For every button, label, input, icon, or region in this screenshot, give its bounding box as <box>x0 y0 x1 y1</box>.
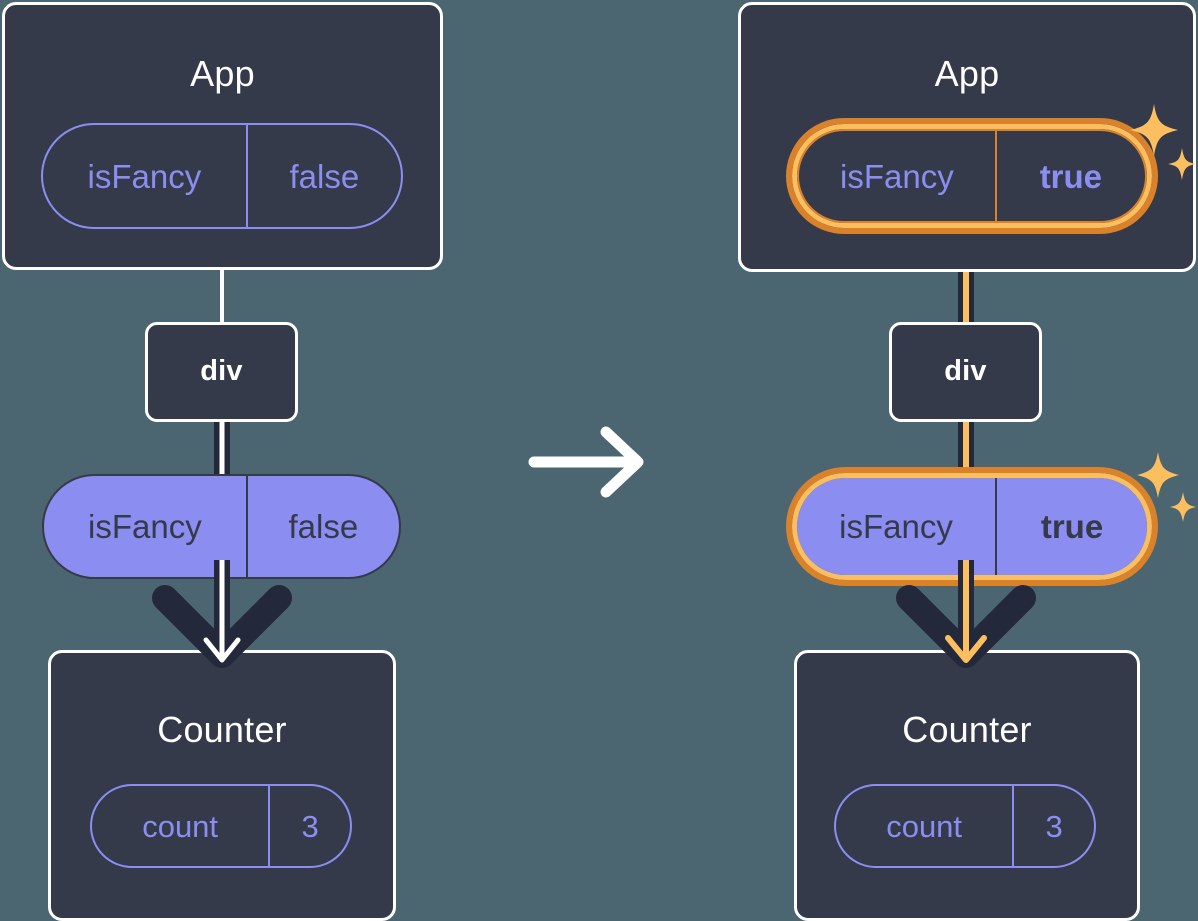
before-counter-state-value-cell: 3 <box>270 786 350 866</box>
after-div-title: div <box>944 355 987 387</box>
after-counter-state-value-cell: 3 <box>1014 786 1094 866</box>
after-app-prop-name: isFancy <box>840 157 954 195</box>
before-props-value: false <box>288 508 359 545</box>
before-counter-box: Counter <box>48 650 396 921</box>
after-counter-state-name: count <box>886 808 963 844</box>
transition-arrow-icon <box>528 426 644 498</box>
before-app-prop-value-cell: false <box>248 125 401 227</box>
after-props-name: isFancy <box>839 508 953 545</box>
before-app-prop-name-cell: isFancy <box>43 125 248 227</box>
after-app-title: App <box>934 53 1000 94</box>
before-props-value-cell: false <box>248 476 399 577</box>
after-arrow-head-dark <box>896 585 1036 668</box>
before-counter-state-name-cell: count <box>92 786 271 866</box>
before-app-prop-name: isFancy <box>87 157 202 195</box>
before-div-title: div <box>200 355 243 387</box>
after-app-sparkles-icon <box>1130 104 1196 180</box>
after-props-name-cell: isFancy <box>797 478 997 575</box>
after-counter-state-pill: count 3 <box>834 784 1096 868</box>
before-props-pill: isFancy false <box>42 474 401 579</box>
after-props-value-cell: true <box>997 478 1147 575</box>
after-counter-state-name-cell: count <box>836 786 1015 866</box>
before-counter-state-pill: count 3 <box>90 784 352 868</box>
after-counter-state-value: 3 <box>1045 808 1063 844</box>
after-props-value: true <box>1040 508 1104 545</box>
before-app-prop-value: false <box>289 157 360 195</box>
before-props-name-cell: isFancy <box>44 476 248 577</box>
after-app-prop-value-cell: true <box>997 131 1145 221</box>
before-app-prop-pill: isFancy false <box>41 123 403 229</box>
after-div-box: div <box>889 322 1042 422</box>
after-app-prop-name-cell: isFancy <box>799 131 997 221</box>
after-props-pill: isFancy true <box>797 478 1147 575</box>
after-counter-title: Counter <box>902 709 1032 750</box>
after-app-prop-pill: isFancy true <box>797 129 1147 223</box>
after-props-sparkles-icon <box>1137 452 1196 522</box>
before-div-box: div <box>145 322 298 422</box>
before-counter-title: Counter <box>157 709 287 750</box>
before-app-title: App <box>190 53 255 94</box>
before-counter-state-name: count <box>142 808 219 844</box>
before-counter-state-value: 3 <box>301 808 319 844</box>
after-counter-box: Counter <box>794 650 1140 921</box>
after-app-prop-value: true <box>1039 157 1103 195</box>
before-props-name: isFancy <box>88 508 202 545</box>
